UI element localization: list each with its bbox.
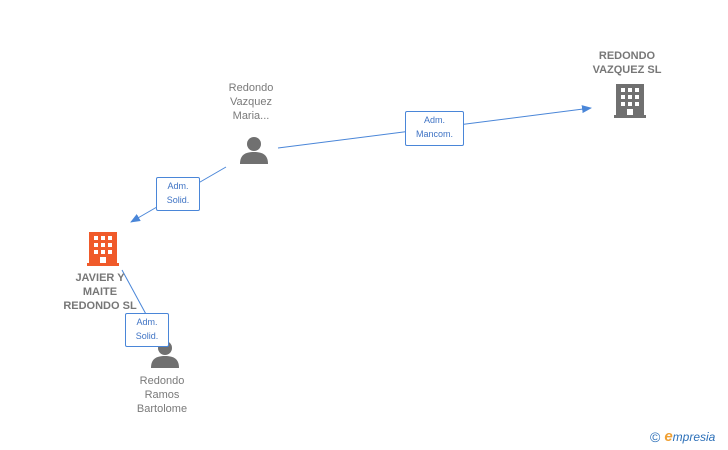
building-icon[interactable] — [614, 84, 646, 118]
building-icon[interactable] — [87, 232, 119, 266]
person-label-redondo-vazquez-maria[interactable]: Redondo Vazquez Maria... — [228, 82, 274, 122]
logo-initial: e — [664, 428, 673, 445]
company-label-redondo-vazquez-sl[interactable]: REDONDO VAZQUEZ SL — [592, 50, 662, 76]
person-label-redondo-ramos[interactable]: Redondo Ramos Bartolome — [136, 375, 188, 415]
empresia-logo: © e mpresia — [650, 428, 715, 445]
copyright-symbol: © — [650, 428, 661, 445]
company-label-javier-y-maite[interactable]: JAVIER Y MAITE REDONDO SL — [63, 272, 137, 312]
edge-label-adm-solid: Adm. Solid. — [156, 177, 200, 211]
logo-text: mpresia — [672, 429, 716, 444]
edge-label-adm-solid: Adm. Solid. — [125, 313, 169, 347]
person-icon[interactable] — [240, 137, 268, 164]
edge-label-adm-mancom: Adm. Mancom. — [405, 111, 464, 146]
